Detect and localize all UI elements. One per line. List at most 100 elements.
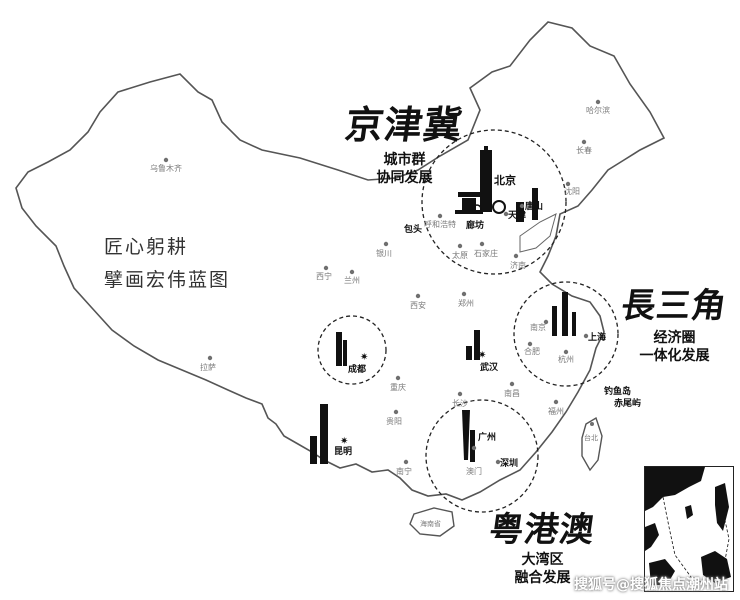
city-dot-icon	[471, 445, 477, 451]
city-label: 台北	[584, 433, 598, 442]
city-label: 包头	[403, 223, 422, 235]
region-yuegangao: 粤港澳 大湾区 融合发展	[487, 502, 598, 587]
city-dot-icon	[479, 241, 485, 247]
city-label: 乌鲁木齐	[150, 163, 182, 173]
city-jinan: 济南	[510, 253, 526, 270]
city-dot-icon	[437, 213, 443, 219]
city-label: 长沙	[452, 398, 468, 408]
city-dot-icon	[395, 375, 401, 381]
city-dot-icon	[583, 333, 589, 339]
city-label: 拉萨	[200, 362, 216, 372]
city-label: 上海	[588, 331, 606, 343]
city-aomen: 澳门	[466, 466, 482, 476]
shanghai-skyline-icon	[552, 292, 576, 336]
city-nanjing: 南京	[530, 319, 549, 332]
city-label: 澳门	[466, 466, 482, 476]
city-dot-icon	[543, 319, 549, 325]
city-chongqing: 重庆	[390, 375, 406, 392]
city-dot-icon	[581, 139, 587, 145]
region-title: 粤港澳	[486, 510, 598, 550]
city-dot-icon	[383, 241, 389, 247]
island-diaoyudao: 钓鱼岛	[604, 385, 631, 397]
birdnest-icon	[492, 200, 506, 214]
city-haikou: 海南省	[420, 519, 441, 528]
slogan-line-2: 擘画宏伟蓝图	[104, 269, 231, 291]
south-china-sea-inset	[644, 466, 734, 592]
city-huhehaote: 呼和浩特	[424, 213, 456, 229]
tianjin-eye-icon	[472, 204, 482, 214]
region-subtitle: 大湾区	[521, 552, 564, 568]
hainan-outline	[409, 507, 455, 537]
city-dot-icon	[163, 157, 169, 163]
city-lanzhou: 兰州	[344, 269, 360, 285]
city-dot-icon	[495, 459, 501, 465]
region-subtitle: 融合发展	[514, 570, 571, 586]
city-dot-icon	[457, 391, 463, 397]
city-zhengzhou: 郑州	[458, 291, 474, 308]
chengdu-tower-icon	[336, 332, 347, 366]
city-changsha: 长沙	[452, 391, 468, 408]
bohai-coast	[519, 213, 557, 253]
city-kunming: ✷ 昆明	[334, 436, 352, 457]
city-label: 兰州	[344, 275, 360, 285]
city-dot-icon	[590, 422, 594, 426]
kunming-tower-icon	[310, 404, 328, 464]
city-dot-icon	[565, 181, 571, 187]
city-label: 重庆	[390, 382, 406, 392]
region-circle-jingjinji	[421, 129, 567, 275]
watermark: 搜狐号@搜狐焦点潮州站	[574, 577, 728, 593]
city-label: 钓鱼岛	[604, 385, 631, 397]
city-label: 长春	[576, 145, 592, 155]
slogan-line-1: 匠心躬耕	[104, 236, 189, 258]
city-label: 天津	[508, 209, 526, 221]
city-dot-icon	[415, 293, 421, 299]
taiwan-outline	[581, 416, 603, 472]
city-dot-icon	[461, 291, 467, 297]
city-dot-icon	[349, 269, 355, 275]
city-label: 唐山	[525, 200, 543, 212]
city-dot-icon	[403, 459, 409, 465]
city-guiyang: 贵阳	[386, 409, 402, 426]
beijing-skyline-icon	[455, 146, 538, 222]
region-subtitle: 协同发展	[376, 170, 433, 186]
region-subtitle: 一体化发展	[639, 348, 710, 364]
city-dot-icon	[503, 211, 509, 217]
city-xining: 西宁	[316, 265, 332, 281]
city-label: 福州	[548, 407, 564, 416]
city-dot-icon	[527, 341, 533, 347]
city-label: 南京	[530, 322, 546, 332]
city-dot-icon	[595, 99, 601, 105]
city-tianjin: 天津	[503, 209, 526, 221]
star-icon: ✷	[478, 350, 486, 361]
slogan: 匠心躬耕 擘画宏伟蓝图	[104, 232, 230, 292]
city-nanning: 南宁	[396, 459, 412, 476]
city-label: 南昌	[504, 388, 520, 398]
city-label: 银川	[376, 248, 392, 258]
china-outline	[15, 21, 666, 501]
city-label: 杭州	[558, 354, 574, 364]
city-wulumuqi: 乌鲁木齐	[150, 157, 182, 173]
region-circle-chengdu	[317, 315, 387, 385]
city-fuzhou: 福州	[548, 399, 564, 416]
island-chiweiyu: 赤尾屿	[614, 397, 641, 409]
city-xian: 西安	[410, 293, 426, 310]
city-label: 呼和浩特	[424, 219, 456, 229]
city-label: 郑州	[458, 298, 474, 308]
city-hefei: 合肥	[524, 341, 540, 356]
city-lasa: 拉萨	[200, 355, 216, 372]
city-label: 成都	[348, 363, 366, 375]
city-label: 贵阳	[386, 416, 402, 426]
region-jingjinji: 京津冀 城市群 协同发展	[342, 94, 465, 187]
city-dot-icon	[509, 381, 515, 387]
city-label: 太原	[452, 250, 468, 260]
city-guangzhou: 广州	[471, 431, 496, 451]
city-label: 广州	[478, 431, 496, 443]
city-langfang: 廊坊	[466, 219, 484, 231]
city-label: 石家庄	[474, 248, 498, 258]
city-dot-icon	[393, 409, 399, 415]
city-changchun: 长春	[576, 139, 592, 155]
city-label: 合肥	[524, 346, 540, 356]
city-yinchuan: 银川	[376, 241, 392, 258]
city-taiyuan: 太原	[452, 243, 468, 260]
